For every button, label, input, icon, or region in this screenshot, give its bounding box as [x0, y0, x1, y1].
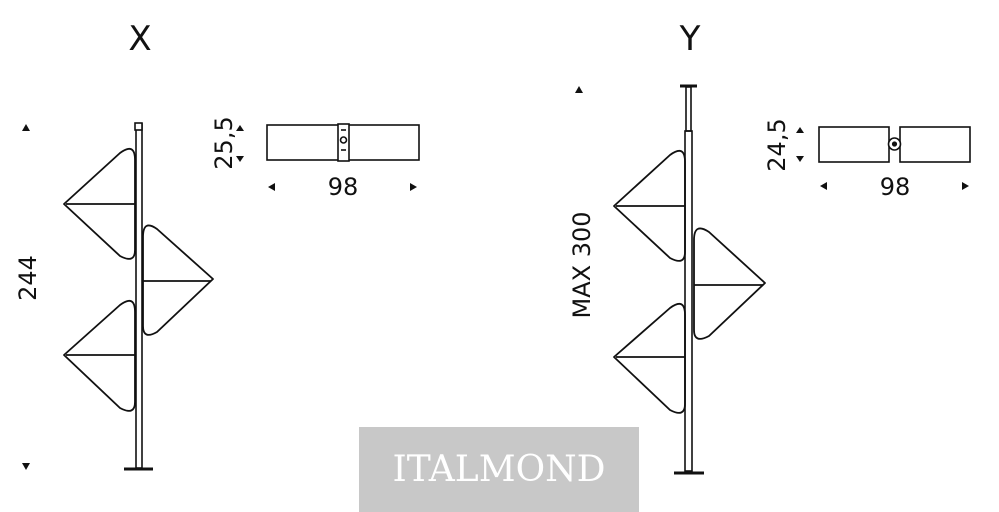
width-arrow-right	[410, 183, 417, 191]
depth-arrow-top-y	[796, 127, 804, 133]
view-y: Y MAX 300 24,5	[568, 19, 971, 475]
view-x-height-label: 244	[14, 255, 42, 301]
view-y-panel-upper-left	[613, 149, 686, 262]
view-x-label: X	[128, 19, 151, 59]
view-y-height-label: MAX 300	[568, 211, 596, 318]
width-arrow-right-y	[962, 182, 969, 190]
view-x-pole	[124, 122, 153, 471]
view-x-panel-lower-left	[63, 299, 136, 412]
height-arrow-top	[22, 124, 30, 131]
view-x-width-label: 98	[328, 173, 359, 201]
view-y-panel-right	[693, 227, 766, 340]
width-arrow-left-y	[820, 182, 827, 190]
view-x-panel-right	[142, 224, 214, 336]
watermark-box: ITALMOND	[359, 427, 639, 512]
view-y-panel-lower-left	[613, 302, 686, 414]
view-y-pole	[674, 84, 704, 475]
view-y-label: Y	[679, 19, 701, 59]
watermark-text: ITALMOND	[392, 449, 606, 490]
view-x: X 244	[14, 19, 420, 471]
width-arrow-left	[268, 183, 275, 191]
view-y-depth-label: 24,5	[763, 118, 791, 171]
view-x-depth-label: 25,5	[210, 116, 238, 169]
view-x-plan	[266, 123, 420, 162]
depth-arrow-bottom	[236, 156, 244, 162]
view-y-width-label: 98	[880, 173, 911, 201]
depth-arrow-top	[236, 125, 244, 131]
height-arrow-bottom	[22, 463, 30, 470]
depth-arrow-bottom-y	[796, 156, 804, 162]
view-y-plan	[818, 126, 971, 163]
view-x-panel-upper-left	[63, 147, 136, 260]
max-height-arrow-top	[575, 86, 583, 93]
